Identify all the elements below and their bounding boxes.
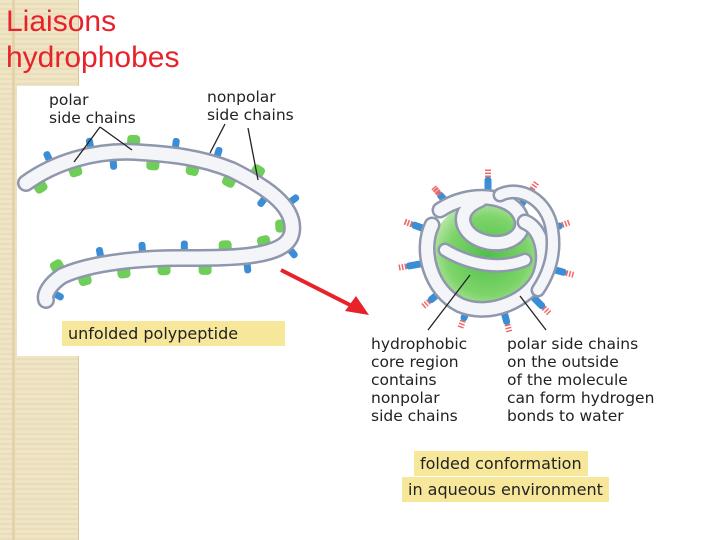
folded-conformation-caption: folded conformation xyxy=(414,451,588,476)
water-hydrogen-bond xyxy=(565,270,576,279)
polar-outside-pointer-line xyxy=(519,295,547,331)
core-pointer-line xyxy=(427,274,471,331)
water-hydrogen-bond xyxy=(541,305,553,317)
water-hydrogen-bond xyxy=(529,179,540,191)
band-stripe xyxy=(12,0,15,540)
polar-side-chains-label: polar side chains xyxy=(49,91,136,127)
unfolded-panel-background xyxy=(17,86,314,356)
water-hydrogen-bond xyxy=(396,263,407,271)
polar-outside-label: polar side chains on the outside of the … xyxy=(507,335,655,425)
unfolded-backbone-highlight xyxy=(19,145,299,307)
nonpolar-pointer-line-1 xyxy=(209,123,226,154)
nonpolar-side-chains-label: nonpolar side chains xyxy=(207,88,294,124)
water-hydrogen-bond xyxy=(561,219,572,228)
water-hydrogen-bond xyxy=(504,323,513,334)
water-hydrogen-bond xyxy=(420,299,431,310)
water-hydrogen-bond xyxy=(431,185,443,197)
slide-title: Liaisons hydrophobes xyxy=(6,5,180,74)
polar-pointer-line-2 xyxy=(99,126,133,151)
folded-protein xyxy=(396,168,576,334)
hydrophobic-core-label: hydrophobic core region contains nonpola… xyxy=(371,335,468,425)
unfolded-polypeptide-caption: unfolded polypeptide xyxy=(62,321,285,346)
water-hydrogen-bond xyxy=(402,218,413,228)
aqueous-environment-caption: in aqueous environment xyxy=(402,477,609,502)
water-hydrogen-bond xyxy=(457,319,466,331)
nonpolar-pointer-line-2 xyxy=(247,127,259,181)
folding-arrow xyxy=(280,268,369,315)
folded-backbone-loops xyxy=(418,184,561,318)
polar-pointer-line-1 xyxy=(73,126,101,163)
unfolded-polypeptide xyxy=(17,123,302,309)
